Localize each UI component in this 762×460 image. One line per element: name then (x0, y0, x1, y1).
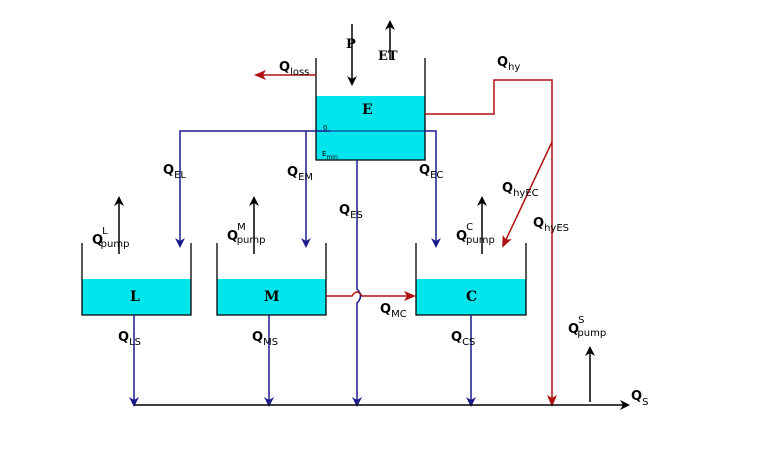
tank-e-label: E (362, 102, 373, 118)
label-q-ls: QLS (118, 330, 141, 348)
label-q-em: QEM (287, 165, 313, 183)
label-q-hyes: QhyES (533, 216, 569, 234)
label-q-s: QS (631, 389, 648, 408)
et-label: ET (378, 49, 398, 64)
tank-e-zero-level: 0 (323, 124, 327, 132)
tank-m-water (217, 279, 326, 315)
label-q-es: QES (339, 203, 363, 221)
tank-m: M (216, 243, 327, 316)
flow-hy-path (425, 79, 553, 140)
tank-c-water (416, 279, 526, 315)
tank-l: L (81, 243, 192, 316)
tank-l-label: L (130, 289, 140, 305)
label-q-ec: QEC (419, 163, 443, 181)
label-q-mc: QMC (380, 302, 407, 320)
label-q-cs: QCS (451, 330, 475, 348)
tank-l-water (82, 279, 191, 315)
flow-es-arrow (352, 160, 362, 407)
label-q-el: QEL (163, 163, 186, 181)
tank-c: C (415, 243, 527, 316)
tank-e: E 0 Emin (315, 58, 426, 161)
label-q-hyec: QhyEC (502, 181, 539, 199)
tank-m-walls (216, 243, 327, 316)
precip-label: P (346, 37, 356, 52)
label-q-hy: Qhy (497, 55, 520, 73)
tank-c-label: C (466, 289, 477, 305)
tank-e-walls (315, 58, 426, 161)
tank-l-walls (81, 243, 192, 316)
flow-mc-arrow (326, 291, 416, 301)
flow-hyec-arrow (502, 141, 553, 248)
label-q-loss: Qloss (279, 60, 309, 78)
flow-ec-arrow (425, 130, 441, 248)
tank-e-min-level: Emin (322, 150, 338, 161)
flow-el-arrow (175, 130, 330, 248)
tank-m-label: M (264, 289, 280, 305)
label-q-ms: QMS (252, 330, 278, 348)
tank-e-water (316, 96, 425, 160)
